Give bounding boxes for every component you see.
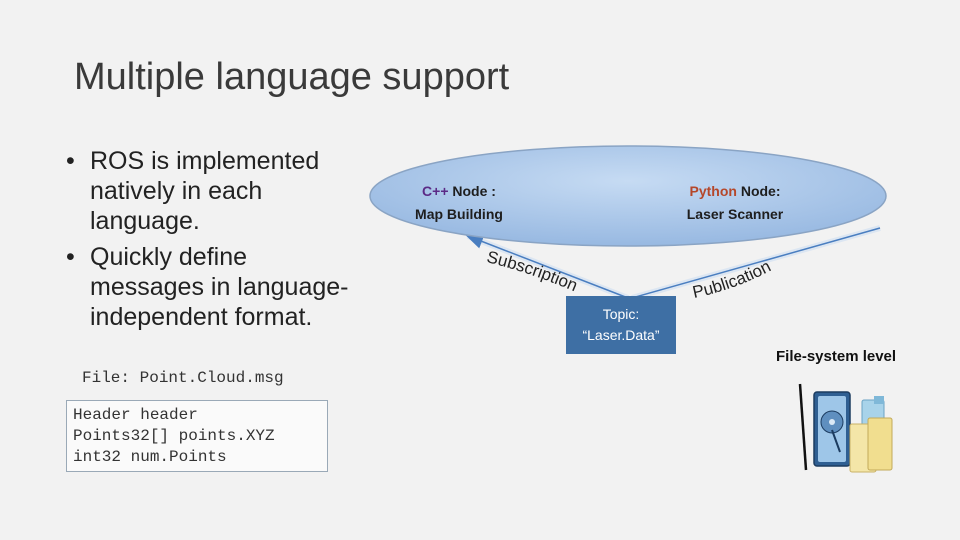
python-node-subtitle: Laser Scanner xyxy=(687,206,784,222)
subscription-arrow-line xyxy=(465,234,629,299)
cpp-node-suffix: Node : xyxy=(449,183,496,199)
nodes-ellipse xyxy=(369,145,887,247)
hard-disk-icon xyxy=(813,391,851,467)
code-line: int32 num.Points xyxy=(73,448,227,466)
cpp-lang-label: C++ xyxy=(422,183,448,199)
file-label: File: Point.Cloud.msg xyxy=(82,369,284,387)
code-line: Header header xyxy=(73,406,198,424)
python-lang-label: Python xyxy=(689,183,736,199)
file-system-icon xyxy=(798,383,893,473)
bullet-list: ROS is implemented natively in each lang… xyxy=(66,146,366,338)
publication-arrow-line xyxy=(631,227,881,299)
code-box: Header header Points32[] points.XYZ int3… xyxy=(66,400,328,472)
code-line: Points32[] points.XYZ xyxy=(73,427,275,445)
python-node-suffix: Node: xyxy=(737,183,781,199)
topic-name: “Laser.Data” xyxy=(582,327,660,343)
topic-box: Topic: “Laser.Data” xyxy=(566,296,676,354)
cpp-node-title: C++ Node : xyxy=(422,183,496,199)
folder-icon xyxy=(849,396,893,473)
cpp-node-subtitle: Map Building xyxy=(415,206,503,222)
bullet-item: ROS is implemented natively in each lang… xyxy=(66,146,366,236)
topic-label: Topic: xyxy=(602,306,640,322)
slide-title: Multiple language support xyxy=(74,56,510,98)
file-system-label: File-system level xyxy=(776,348,897,365)
bullet-item: Quickly define messages in language-inde… xyxy=(66,242,366,332)
python-node-title: Python Node: xyxy=(689,183,780,199)
